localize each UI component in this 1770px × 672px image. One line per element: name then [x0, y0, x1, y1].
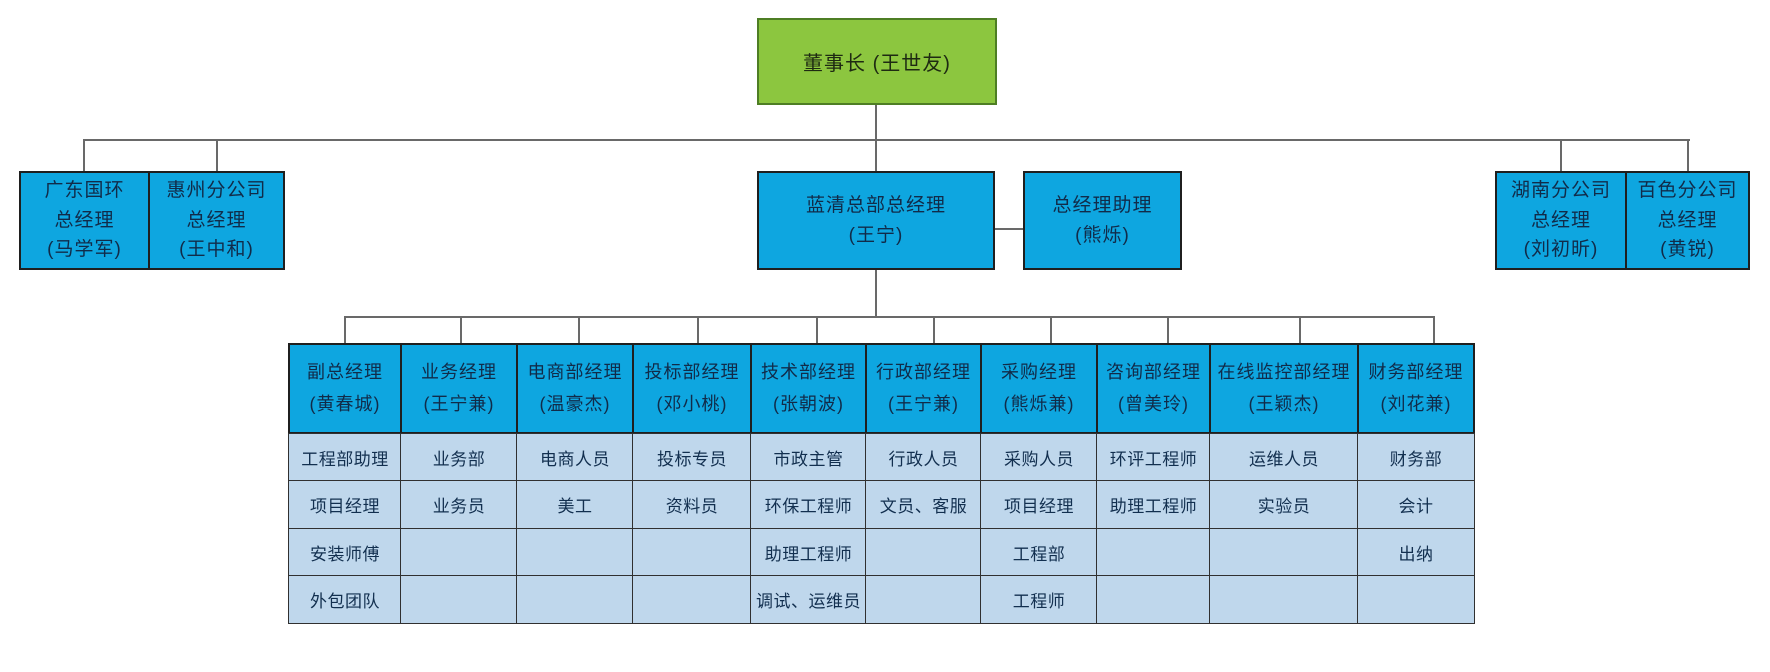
connector-line: [875, 139, 877, 171]
dept-column-4: 技术部经理 (张朝波)市政主管环保工程师助理工程师调试、运维员: [750, 343, 867, 624]
dept-column-8: 在线监控部经理 (王颖杰)运维人员实验员: [1209, 343, 1359, 624]
dept-cell: 财务部: [1357, 432, 1475, 482]
dept-cell: 行政人员: [865, 432, 982, 482]
dept-cell: 项目经理: [980, 480, 1098, 529]
dept-column-0: 副总经理 (黄春城)工程部助理项目经理安装师傅外包团队: [288, 343, 402, 624]
dept-cell: [865, 527, 982, 577]
dept-cell: [516, 527, 634, 577]
dept-cell: 文员、客服: [865, 480, 982, 529]
connector-line: [216, 139, 218, 171]
dept-cell: [1096, 575, 1211, 624]
org-node-hunan-branch: 湖南分公司 总经理 (刘初昕): [1495, 171, 1627, 270]
dept-cell: 资料员: [632, 480, 752, 529]
connector-line: [1299, 316, 1301, 343]
dept-cell: 安装师傅: [288, 527, 402, 577]
dept-column-9: 财务部经理 (刘花兼)财务部会计出纳: [1357, 343, 1475, 624]
dept-header: 电商部经理 (温豪杰): [516, 343, 634, 434]
dept-cell: 运维人员: [1209, 432, 1359, 482]
org-node-chairman: 董事长 (王世友): [757, 18, 997, 105]
dept-cell: [516, 575, 634, 624]
dept-cell: [1209, 527, 1359, 577]
dept-cell: 实验员: [1209, 480, 1359, 529]
dept-cell: [400, 527, 518, 577]
dept-header: 行政部经理 (王宁兼): [865, 343, 982, 434]
dept-cell: 助理工程师: [1096, 480, 1211, 529]
dept-cell: 工程部: [980, 527, 1098, 577]
dept-cell: 调试、运维员: [750, 575, 867, 624]
connector-line: [83, 139, 85, 171]
connector-line: [1433, 316, 1435, 343]
dept-header: 咨询部经理 (曾美玲): [1096, 343, 1211, 434]
dept-cell: [400, 575, 518, 624]
dept-cell: 会计: [1357, 480, 1475, 529]
dept-cell: [865, 575, 982, 624]
connector-line: [578, 316, 580, 343]
connector-line: [460, 316, 462, 343]
dept-cell: 业务员: [400, 480, 518, 529]
dept-header: 采购经理 (熊烁兼): [980, 343, 1098, 434]
dept-cell: 美工: [516, 480, 634, 529]
dept-header: 在线监控部经理 (王颖杰): [1209, 343, 1359, 434]
org-node-baise-branch: 百色分公司 总经理 (黄锐): [1625, 171, 1750, 270]
org-node-gm-assistant: 总经理助理 (熊烁): [1023, 171, 1182, 270]
org-node-guangdong-guohuan: 广东国环 总经理 (马学军): [19, 171, 150, 270]
dept-header: 技术部经理 (张朝波): [750, 343, 867, 434]
dept-cell: 外包团队: [288, 575, 402, 624]
org-node-hq-general-manager: 蓝清总部总经理 (王宁): [757, 171, 995, 270]
dept-header: 副总经理 (黄春城): [288, 343, 402, 434]
dept-cell: [632, 527, 752, 577]
dept-cell: 采购人员: [980, 432, 1098, 482]
dept-cell: 业务部: [400, 432, 518, 482]
dept-header: 财务部经理 (刘花兼): [1357, 343, 1475, 434]
org-node-huizhou-branch: 惠州分公司 总经理 (王中和): [148, 171, 285, 270]
dept-cell: 工程师: [980, 575, 1098, 624]
connector-line: [1687, 139, 1689, 171]
dept-header: 投标部经理 (邓小桃): [632, 343, 752, 434]
dept-header: 业务经理 (王宁兼): [400, 343, 518, 434]
dept-cell: [1209, 575, 1359, 624]
dept-cell: [1096, 527, 1211, 577]
dept-column-1: 业务经理 (王宁兼)业务部业务员: [400, 343, 518, 624]
connector-line: [1166, 316, 1169, 343]
connector-line: [815, 316, 818, 343]
connector-line: [345, 316, 1434, 318]
dept-cell: 助理工程师: [750, 527, 867, 577]
dept-cell: 投标专员: [632, 432, 752, 482]
dept-cell: [632, 575, 752, 624]
dept-cell: 市政主管: [750, 432, 867, 482]
connector-line: [875, 105, 877, 140]
connector-line: [875, 270, 877, 317]
dept-cell: 电商人员: [516, 432, 634, 482]
dept-cell: 出纳: [1357, 527, 1475, 577]
connector-line: [1560, 139, 1562, 171]
connector-line: [995, 228, 1023, 230]
connector-line: [84, 139, 1690, 141]
dept-cell: 环评工程师: [1096, 432, 1211, 482]
connector-line: [1050, 316, 1052, 343]
dept-column-3: 投标部经理 (邓小桃)投标专员资料员: [632, 343, 752, 624]
dept-cell: 环保工程师: [750, 480, 867, 529]
dept-cell: 工程部助理: [288, 432, 402, 482]
connector-line: [932, 316, 935, 343]
connector-line: [697, 316, 699, 343]
department-table: 副总经理 (黄春城)工程部助理项目经理安装师傅外包团队业务经理 (王宁兼)业务部…: [288, 343, 1475, 624]
dept-cell: 项目经理: [288, 480, 402, 529]
connector-line: [344, 316, 346, 343]
dept-cell: [1357, 575, 1475, 624]
dept-column-6: 采购经理 (熊烁兼)采购人员项目经理工程部工程师: [980, 343, 1098, 624]
dept-column-5: 行政部经理 (王宁兼)行政人员文员、客服: [865, 343, 982, 624]
dept-column-7: 咨询部经理 (曾美玲)环评工程师助理工程师: [1096, 343, 1211, 624]
dept-column-2: 电商部经理 (温豪杰)电商人员美工: [516, 343, 634, 624]
